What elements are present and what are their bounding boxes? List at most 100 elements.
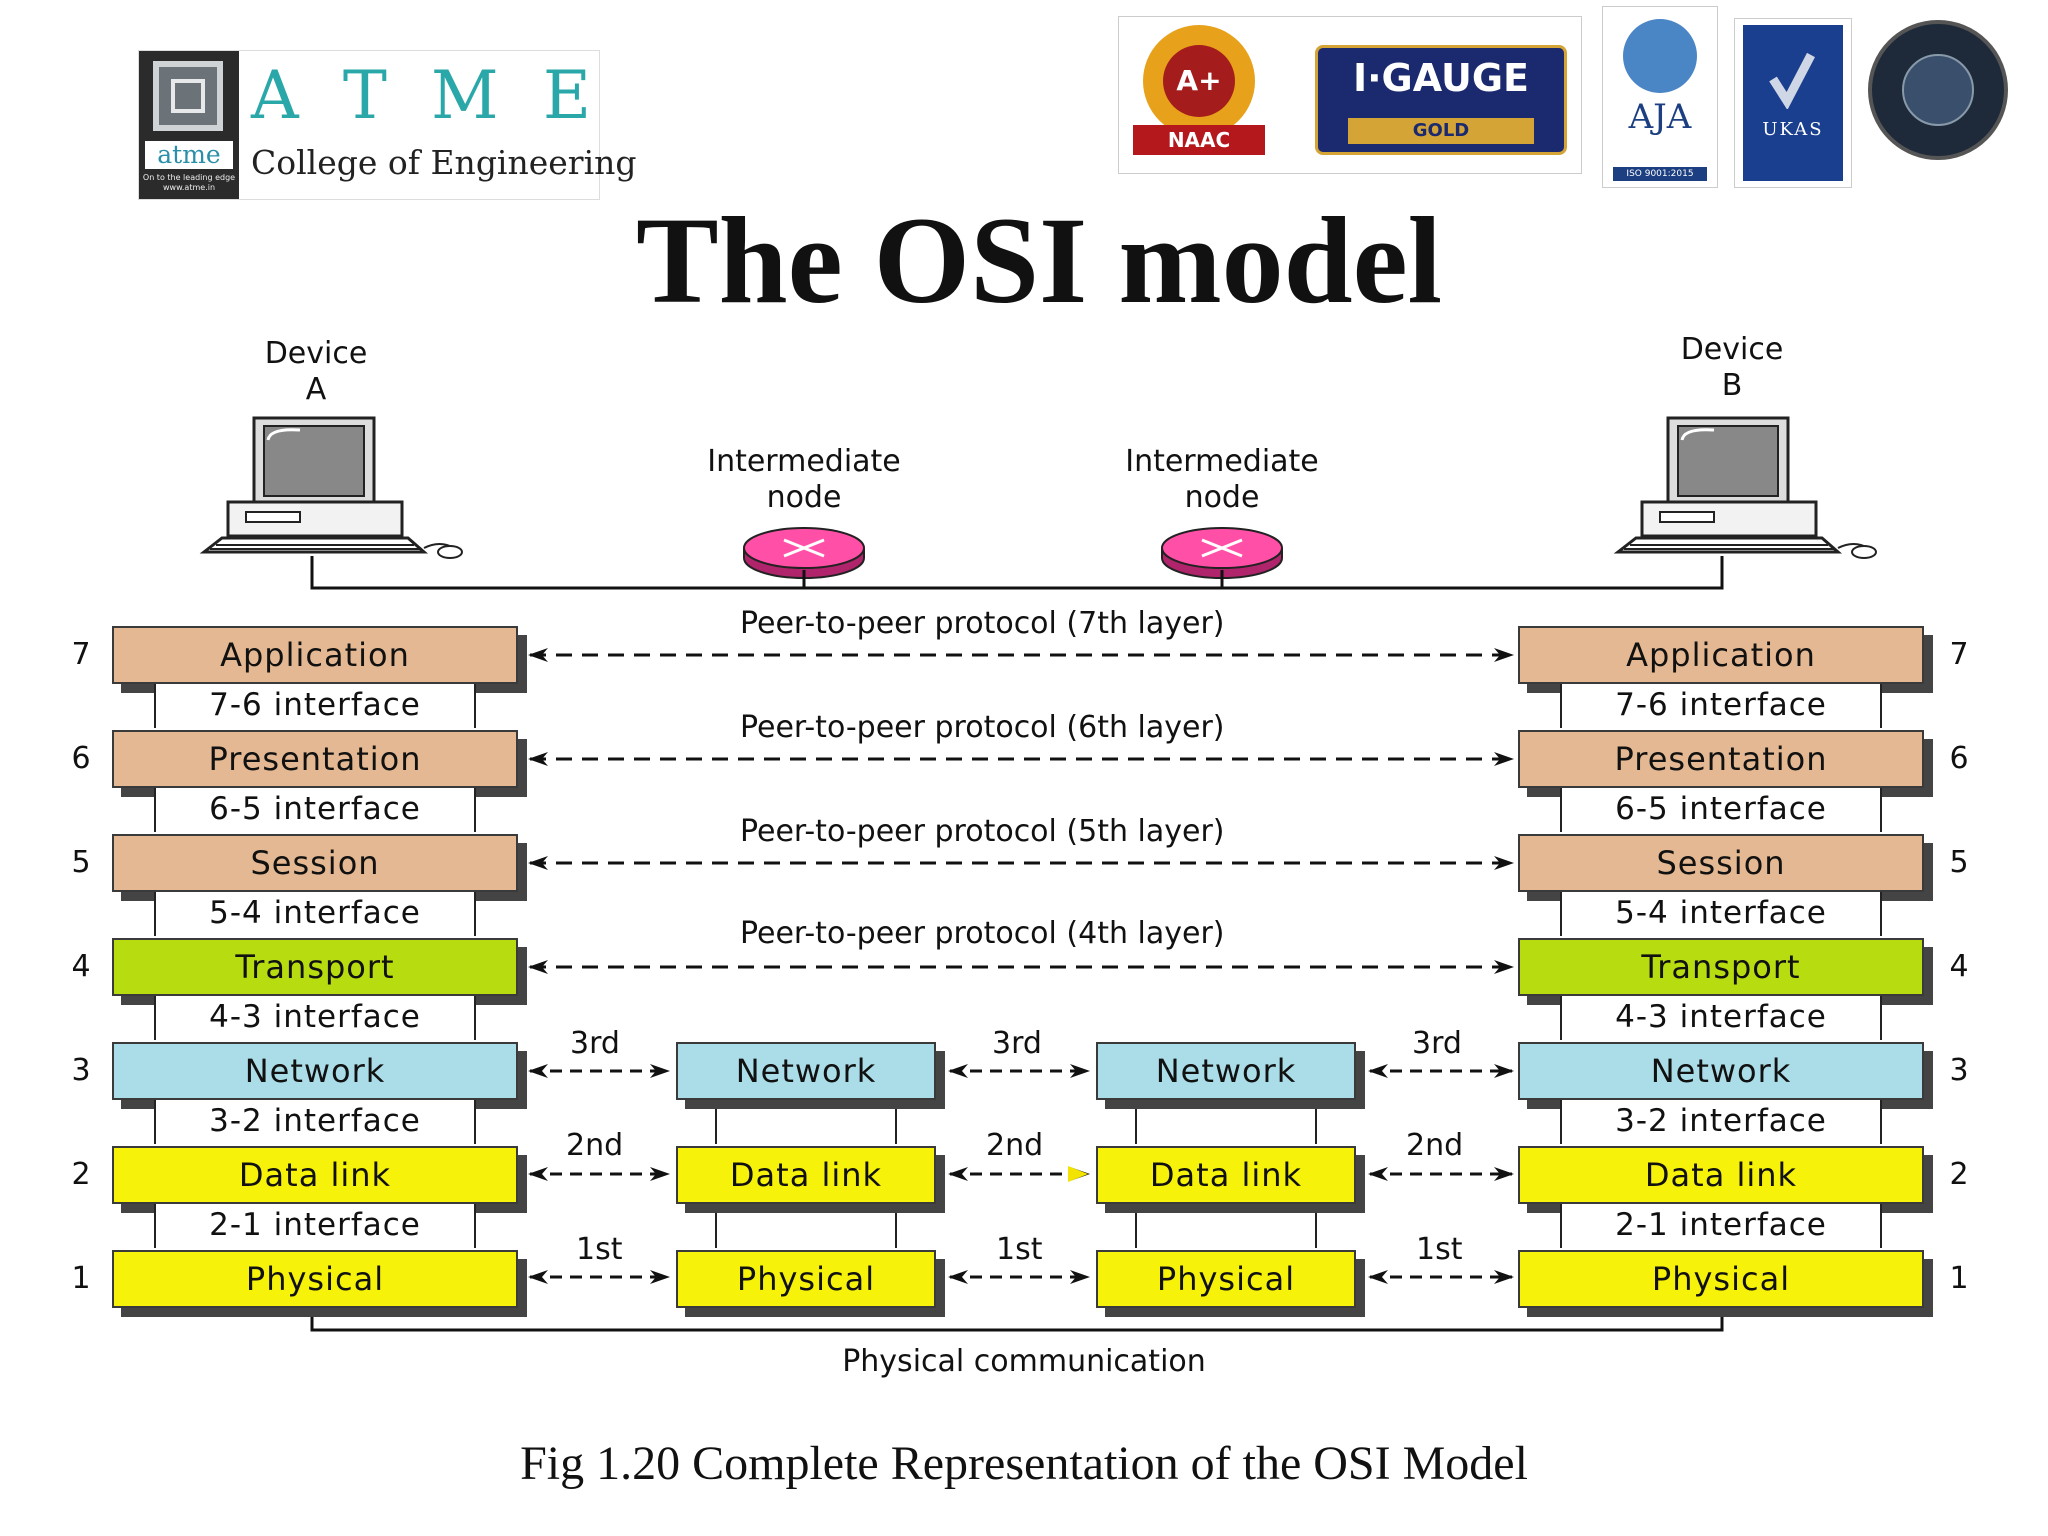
layer-box-physical-a: Physical xyxy=(112,1250,518,1308)
intermediate-node-label-1: Intermediate node xyxy=(684,444,924,516)
layer-number-4-right: 4 xyxy=(1949,949,1969,984)
node2-datalink-box: Data link xyxy=(1096,1146,1356,1204)
interface-7-6-a: 7-6 interface xyxy=(154,684,476,728)
hop-label-network: 3rd xyxy=(1412,1026,1462,1061)
router-icon xyxy=(743,527,865,579)
naac-name: NAAC xyxy=(1133,125,1265,155)
layer-box-transport-b: Transport xyxy=(1518,938,1924,996)
interface-3-2-b: 3-2 interface xyxy=(1560,1100,1882,1144)
layer-box-session-b: Session xyxy=(1518,834,1924,892)
peer-protocol-label-7: Peer-to-peer protocol (7th layer) xyxy=(740,606,1225,641)
computer-icon xyxy=(199,416,463,559)
ukas-badge: UKAS xyxy=(1734,18,1852,188)
interface-2-1-b: 2-1 interface xyxy=(1560,1204,1882,1248)
atme-logo-small-text: atme xyxy=(145,141,233,169)
naac-grade: A+ xyxy=(1163,45,1235,117)
qs-level: GOLD xyxy=(1348,118,1534,144)
layer-number-3-left: 3 xyxy=(71,1053,91,1088)
hop-label-network: 3rd xyxy=(570,1026,620,1061)
naac-badge: A+ NAAC xyxy=(1133,25,1265,165)
brain-icon xyxy=(1902,54,1974,126)
device-a-line2: A xyxy=(305,372,327,407)
layer-number-7-right: 7 xyxy=(1949,637,1969,672)
interface-4-3-a: 4-3 interface xyxy=(154,996,476,1040)
device-a-label: Device A xyxy=(236,336,396,408)
logo-letter: A xyxy=(251,57,299,134)
atme-logo-subtitle: College of Engineering xyxy=(251,143,637,182)
aja-name: AJA xyxy=(1628,97,1692,137)
globe-icon xyxy=(1623,19,1697,93)
ukas-name: UKAS xyxy=(1762,119,1824,140)
computer-icon xyxy=(1613,416,1877,559)
node-label-line2: node xyxy=(1184,480,1260,515)
hop-label-network: 3rd xyxy=(992,1026,1042,1061)
device-a-line1: Device xyxy=(264,336,368,371)
layer-number-3-right: 3 xyxy=(1949,1053,1969,1088)
layer-box-network-b: Network xyxy=(1518,1042,1924,1100)
layer-number-2-left: 2 xyxy=(71,1157,91,1192)
layer-number-4-left: 4 xyxy=(71,949,91,984)
device-b-line2: B xyxy=(1721,368,1743,403)
router-icon xyxy=(1161,527,1283,579)
atme-logo-tagline: On to the leading edge www.atme.in xyxy=(142,173,236,192)
layer-box-transport-a: Transport xyxy=(112,938,518,996)
layer-box-application-a: Application xyxy=(112,626,518,684)
layer-number-7-left: 7 xyxy=(71,637,91,672)
node2-physical-box: Physical xyxy=(1096,1250,1356,1308)
node1-physical-box: Physical xyxy=(676,1250,936,1308)
figure-caption: Fig 1.20 Complete Representation of the … xyxy=(520,1437,1528,1490)
node2-network-box: Network xyxy=(1096,1042,1356,1100)
hop-label-datalink: 2nd xyxy=(986,1128,1044,1163)
layer-box-presentation-b: Presentation xyxy=(1518,730,1924,788)
accreditation-badges: A+ NAAC I·GAUGE GOLD xyxy=(1118,16,1582,174)
interface-5-4-b: 5-4 interface xyxy=(1560,892,1882,936)
qs-name: I·GAUGE xyxy=(1352,56,1529,100)
node1-datalink-box: Data link xyxy=(676,1146,936,1204)
intermediate-node-label-2: Intermediate node xyxy=(1102,444,1342,516)
logo-letter: E xyxy=(542,57,591,134)
layer-box-network-a: Network xyxy=(112,1042,518,1100)
layer-number-1-right: 1 xyxy=(1949,1261,1969,1296)
atme-logo: atme On to the leading edge www.atme.in … xyxy=(138,50,637,200)
layer-box-application-b: Application xyxy=(1518,626,1924,684)
node-label-line1: Intermediate xyxy=(707,444,901,479)
peer-protocol-label-5: Peer-to-peer protocol (5th layer) xyxy=(740,814,1225,849)
aja-iso: ISO 9001:2015 xyxy=(1613,167,1707,181)
interface-6-5-b: 6-5 interface xyxy=(1560,788,1882,832)
interface-4-3-b: 4-3 interface xyxy=(1560,996,1882,1040)
layer-number-2-right: 2 xyxy=(1949,1157,1969,1192)
cse-aiml-badge xyxy=(1868,20,2008,170)
interface-2-1-a: 2-1 interface xyxy=(154,1204,476,1248)
device-b-line1: Device xyxy=(1680,332,1784,367)
peer-protocol-label-4: Peer-to-peer protocol (4th layer) xyxy=(740,916,1225,951)
layer-number-5-right: 5 xyxy=(1949,845,1969,880)
hop-label-physical: 1st xyxy=(996,1232,1043,1267)
interface-7-6-b: 7-6 interface xyxy=(1560,684,1882,728)
node-label-line1: Intermediate xyxy=(1125,444,1319,479)
layer-box-session-a: Session xyxy=(112,834,518,892)
qs-igauge-badge: I·GAUGE GOLD xyxy=(1315,45,1567,155)
interface-5-4-a: 5-4 interface xyxy=(154,892,476,936)
hop-label-datalink: 2nd xyxy=(566,1128,624,1163)
interface-6-5-a: 6-5 interface xyxy=(154,788,476,832)
layer-box-physical-b: Physical xyxy=(1518,1250,1924,1308)
logo-letter: T xyxy=(342,57,387,134)
logo-letter: M xyxy=(431,57,499,134)
interface-3-2-a: 3-2 interface xyxy=(154,1100,476,1144)
page-title: The OSI model xyxy=(635,192,1443,329)
layer-number-1-left: 1 xyxy=(71,1261,91,1296)
physical-communication-label: Physical communication xyxy=(842,1344,1206,1379)
layer-number-6-right: 6 xyxy=(1949,741,1969,776)
hop-label-physical: 1st xyxy=(576,1232,623,1267)
atme-logo-letters: A T M E xyxy=(251,57,591,134)
node-label-line2: node xyxy=(766,480,842,515)
device-b-label: Device B xyxy=(1652,332,1812,404)
checkmark-icon xyxy=(1769,52,1815,109)
layer-number-5-left: 5 xyxy=(71,845,91,880)
layer-number-6-left: 6 xyxy=(71,741,91,776)
layer-box-datalink-b: Data link xyxy=(1518,1146,1924,1204)
node1-network-box: Network xyxy=(676,1042,936,1100)
layer-box-presentation-a: Presentation xyxy=(112,730,518,788)
atme-logo-emblem: atme On to the leading edge www.atme.in xyxy=(139,51,239,199)
